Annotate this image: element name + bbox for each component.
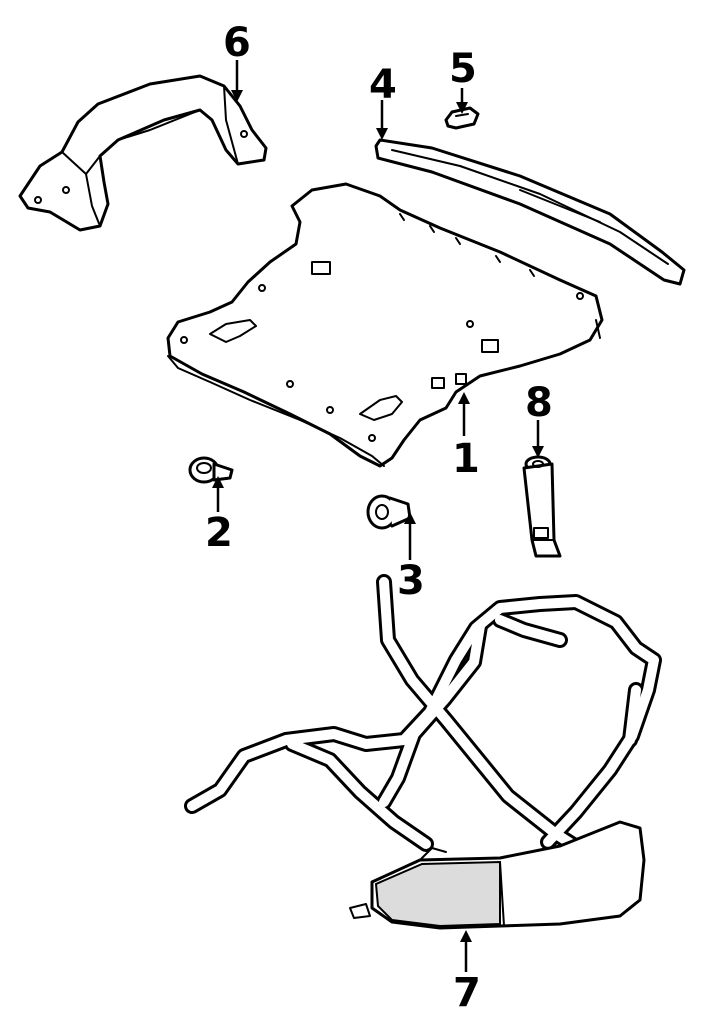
arrowhead-6-icon xyxy=(231,90,243,102)
part-5-clip xyxy=(444,106,480,130)
arrowhead-3-icon xyxy=(404,512,416,524)
callout-5: 5 xyxy=(449,46,477,92)
callout-6: 6 xyxy=(223,20,251,66)
arrowhead-1-icon xyxy=(458,392,470,404)
part-2-retainer xyxy=(188,456,234,484)
arrowhead-5-icon xyxy=(456,102,468,114)
part-8-cylinder xyxy=(522,455,562,558)
arrowhead-4-icon xyxy=(376,128,388,140)
callout-8: 8 xyxy=(525,380,553,426)
callout-labels: 6 5 4 1 8 2 3 7 xyxy=(205,20,553,1016)
callout-3: 3 xyxy=(397,558,425,604)
arrowhead-7-icon xyxy=(460,930,472,942)
part-4-trim-strip xyxy=(374,138,686,286)
part-6-handle xyxy=(18,74,268,232)
leader-lines xyxy=(212,60,544,972)
callout-2: 2 xyxy=(205,510,233,556)
part-7-frame xyxy=(184,574,662,930)
arrowhead-8-icon xyxy=(532,446,544,458)
callout-7: 7 xyxy=(453,970,481,1016)
part-1-floor-panel xyxy=(166,182,604,468)
callout-4: 4 xyxy=(369,62,397,108)
part-3-bushing xyxy=(366,494,412,530)
callout-1: 1 xyxy=(452,436,480,482)
arrowhead-2-icon xyxy=(212,476,224,488)
